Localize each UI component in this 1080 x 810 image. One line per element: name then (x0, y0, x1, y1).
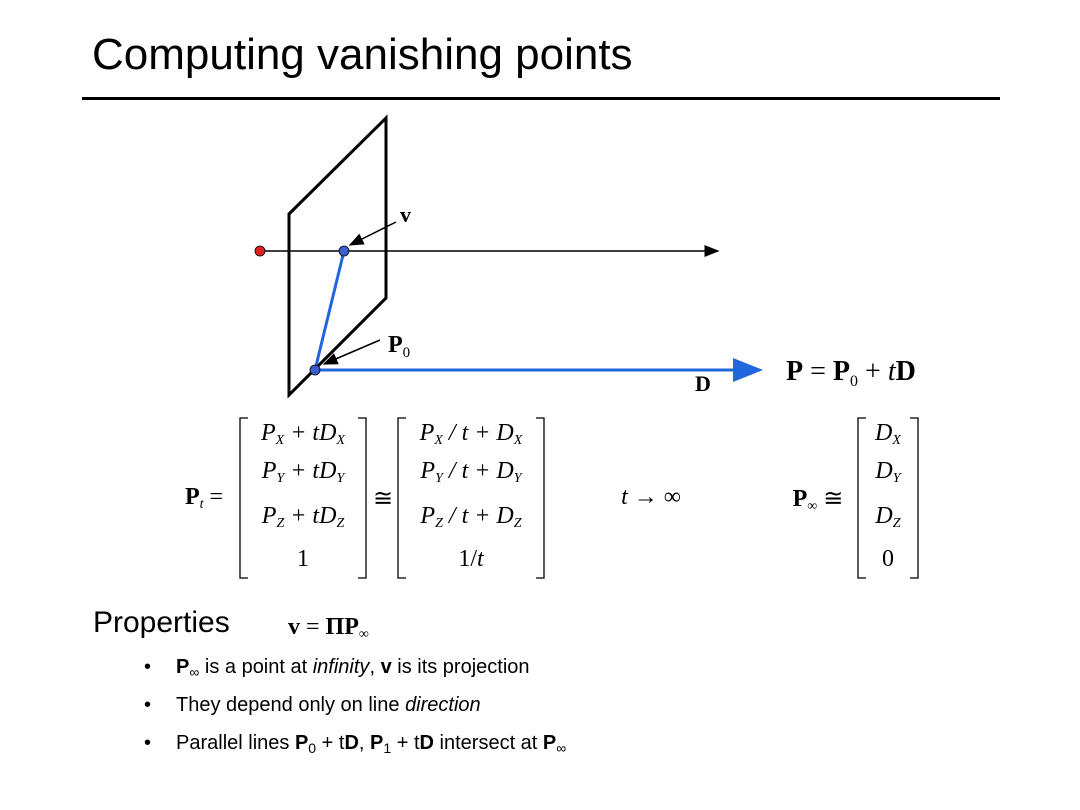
limit-expression: t → ∞ (621, 484, 681, 510)
projection-line (313, 250, 346, 371)
matrix2-row4: 1/t (458, 546, 484, 572)
vanishing-point-diagram: v P0 D P = P0 + tD (239, 114, 919, 579)
matrix1-row2: PY + tDY (261, 458, 345, 486)
v-label: v (400, 202, 411, 227)
matrix3-row4: 0 (882, 546, 894, 572)
matrix1-row3: PZ + tDZ (261, 503, 345, 531)
matrix3-row1: DX (875, 420, 901, 448)
matrix1-row1: PX + tDX (261, 420, 345, 448)
pt-symbol: Pt = (184, 484, 224, 512)
camera-center-point (254, 245, 266, 257)
slide-title: Computing vanishing points (92, 30, 633, 79)
matrix1-row4: 1 (297, 546, 309, 572)
matrix2-row2: PY / t + DY (420, 458, 522, 486)
matrix1-brackets (239, 417, 367, 579)
vanishing-point (338, 245, 350, 257)
p0-label: P0 (388, 332, 410, 361)
p0-point (309, 364, 321, 376)
matrix2-row1: PX / t + DX (419, 420, 523, 448)
line-equation: P = P0 + tD (786, 356, 916, 390)
matrix3-brackets (857, 417, 919, 579)
projection-equation: v = ΠP∞ (288, 614, 369, 642)
pinf-symbol: P∞ ≅ (792, 486, 844, 514)
d-label: D (695, 371, 711, 396)
matrix3-row3: DZ (875, 503, 901, 531)
matrix3-row2: DY (875, 458, 901, 486)
p0-pointer-arrow (322, 339, 381, 365)
matrix2-brackets (397, 417, 545, 579)
image-plane (287, 114, 388, 399)
matrix2-row3: PZ / t + DZ (420, 503, 522, 531)
title-divider (82, 97, 1000, 100)
properties-heading: Properties (93, 606, 230, 639)
v-pointer-arrow (348, 221, 397, 246)
congruent-symbol: ≅ (372, 486, 394, 512)
